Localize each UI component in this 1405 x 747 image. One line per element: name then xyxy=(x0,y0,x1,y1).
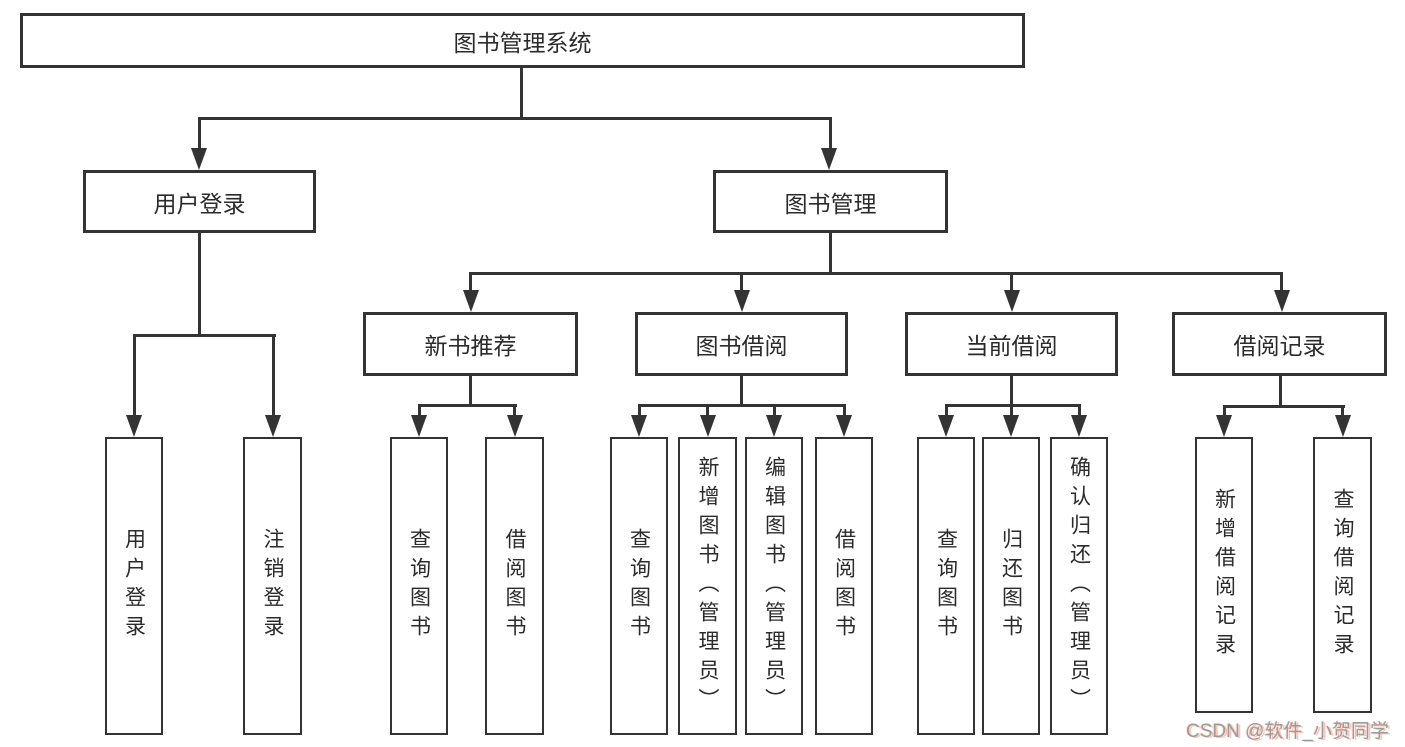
leaf-query-books-1: 查询图书 xyxy=(390,437,448,735)
node-library-management-system: 图书管理系统 xyxy=(20,13,1025,68)
connector-line xyxy=(1009,404,1013,415)
connector-line xyxy=(740,272,743,290)
arrow-down-icon xyxy=(1003,290,1020,312)
connector-line xyxy=(271,334,275,415)
node-current-borrowing-label: 当前借阅 xyxy=(965,333,1058,359)
connector-line xyxy=(828,117,832,148)
connector-line xyxy=(740,376,743,406)
leaf-return-book: 归还图书 xyxy=(982,437,1040,735)
node-new-book-recommendation-label: 新书推荐 xyxy=(424,333,517,359)
connector-line xyxy=(417,404,517,407)
connector-line xyxy=(197,117,201,148)
leaf-return-book-label: 归还图书 xyxy=(999,528,1023,644)
node-new-book-recommendation: 新书推荐 xyxy=(363,312,578,376)
connector-line xyxy=(469,272,472,290)
leaf-add-book-admin-label: 新增图书（管理员） xyxy=(696,455,719,717)
arrow-down-icon xyxy=(733,290,750,312)
connector-line xyxy=(1077,404,1081,415)
leaf-edit-book-admin: 编辑图书（管理员） xyxy=(745,437,803,735)
node-user-login: 用户登录 xyxy=(83,170,316,233)
connector-line xyxy=(1010,272,1013,290)
arrow-down-icon xyxy=(191,148,207,170)
leaf-add-book-admin: 新增图书（管理员） xyxy=(678,437,737,735)
arrow-down-icon xyxy=(1071,415,1087,437)
leaf-query-books-2-label: 查询图书 xyxy=(627,528,651,644)
connector-line xyxy=(1222,405,1226,415)
connector-line xyxy=(132,334,276,337)
leaf-logout-label: 注销登录 xyxy=(261,528,284,644)
connector-line xyxy=(637,404,846,407)
connector-line xyxy=(469,272,1283,275)
leaf-borrow-books-2-label: 借阅图书 xyxy=(832,528,856,644)
connector-line xyxy=(706,404,709,415)
connector-line xyxy=(513,404,516,415)
arrow-down-icon xyxy=(411,415,427,437)
connector-line xyxy=(198,233,201,337)
connector-line xyxy=(519,68,523,118)
connector-line xyxy=(828,233,832,275)
connector-line xyxy=(1341,405,1344,415)
leaf-borrow-books-2: 借阅图书 xyxy=(815,437,873,735)
leaf-query-books-2: 查询图书 xyxy=(610,437,668,735)
connector-line xyxy=(417,404,421,415)
node-book-management-label: 图书管理 xyxy=(784,190,877,217)
arrow-down-icon xyxy=(938,415,954,437)
leaf-user-login: 用户登录 xyxy=(105,437,163,735)
connector-line xyxy=(1222,405,1345,408)
arrow-down-icon xyxy=(836,415,852,437)
leaf-borrow-books-1-label: 借阅图书 xyxy=(503,528,526,644)
node-library-management-system-label: 图书管理系统 xyxy=(453,29,592,56)
arrow-down-icon xyxy=(265,415,281,437)
connector-line xyxy=(944,404,948,415)
connector-line xyxy=(842,404,846,415)
node-borrowing-records-label: 借阅记录 xyxy=(1233,333,1326,359)
connector-line xyxy=(1280,272,1283,290)
node-borrowing-records: 借阅记录 xyxy=(1172,312,1387,376)
arrow-down-icon xyxy=(1334,415,1351,437)
node-current-borrowing: 当前借阅 xyxy=(905,312,1118,376)
leaf-query-books-3-label: 查询图书 xyxy=(934,528,958,644)
node-user-login-label: 用户登录 xyxy=(153,190,246,217)
leaf-query-borrow-record-label: 查询借阅记录 xyxy=(1331,488,1354,662)
connector-line xyxy=(132,334,136,415)
leaf-confirm-return-admin: 确认归还（管理员） xyxy=(1050,437,1108,735)
csdn-watermark: CSDN @软件_小贺同学 xyxy=(1186,721,1389,742)
leaf-edit-book-admin-label: 编辑图书（管理员） xyxy=(762,455,786,717)
arrow-down-icon xyxy=(126,415,142,437)
arrow-down-icon xyxy=(1273,290,1290,312)
arrow-down-icon xyxy=(631,415,647,437)
arrow-down-icon xyxy=(766,415,782,437)
connector-line xyxy=(1010,376,1013,406)
connector-line xyxy=(637,404,641,415)
arrow-down-icon xyxy=(506,415,523,437)
connector-line xyxy=(944,404,1081,407)
leaf-query-books-3: 查询图书 xyxy=(917,437,975,735)
node-book-borrowing-label: 图书借阅 xyxy=(695,333,788,359)
connector-line xyxy=(197,117,832,120)
leaf-query-books-1-label: 查询图书 xyxy=(407,528,431,644)
arrow-down-icon xyxy=(1003,415,1019,437)
leaf-borrow-books-1: 借阅图书 xyxy=(485,437,544,735)
connector-line xyxy=(772,404,776,415)
arrow-down-icon xyxy=(821,148,837,170)
leaf-add-borrow-record: 新增借阅记录 xyxy=(1195,437,1253,713)
leaf-query-borrow-record: 查询借阅记录 xyxy=(1313,437,1372,713)
node-book-management: 图书管理 xyxy=(713,170,948,233)
connector-line xyxy=(469,376,472,406)
leaf-user-login-label: 用户登录 xyxy=(122,528,146,644)
leaf-add-borrow-record-label: 新增借阅记录 xyxy=(1212,488,1236,662)
arrow-down-icon xyxy=(1216,415,1232,437)
arrow-down-icon xyxy=(699,415,716,437)
connector-line xyxy=(1279,376,1282,407)
arrow-down-icon xyxy=(462,290,479,312)
node-book-borrowing: 图书借阅 xyxy=(635,312,848,376)
leaf-confirm-return-admin-label: 确认归还（管理员） xyxy=(1067,455,1091,717)
leaf-logout: 注销登录 xyxy=(243,437,302,735)
